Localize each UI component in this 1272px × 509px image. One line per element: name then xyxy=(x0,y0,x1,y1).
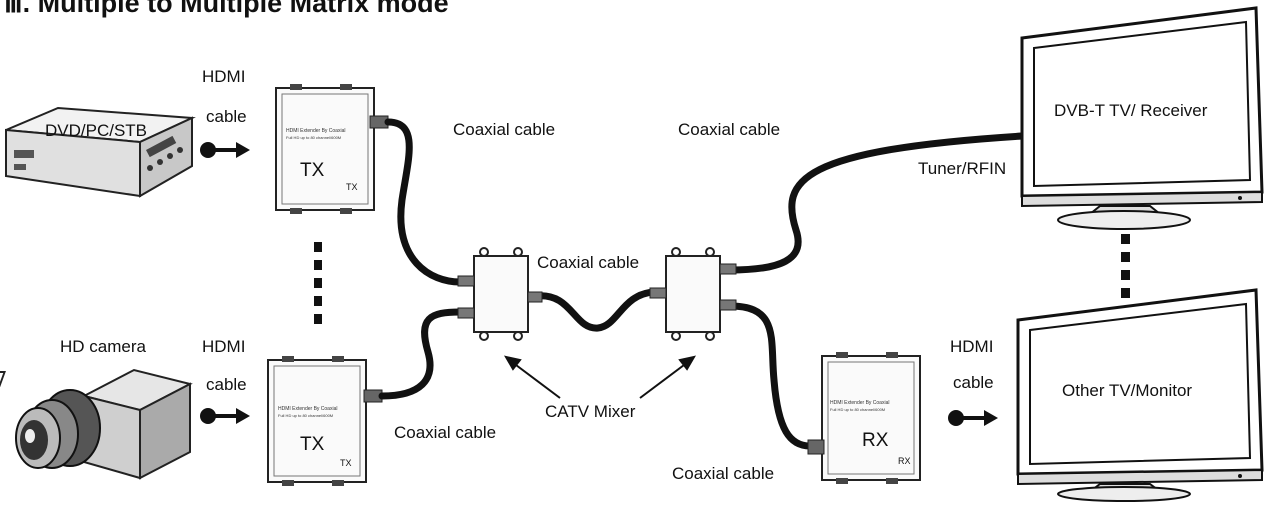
rx-line2: Full HD up to 80 channel/600M xyxy=(830,407,885,412)
tv-bottom-label: Other TV/Monitor xyxy=(1062,381,1192,400)
dotted-separator-left xyxy=(314,242,322,324)
coax-label-tx-bottom: Coaxial cable xyxy=(394,423,496,442)
hdmi-label-right: HDMI xyxy=(950,337,993,356)
tx-top-line1: HDMI Extender By Coaxial xyxy=(286,128,345,134)
tx-top-small: TX xyxy=(346,182,358,192)
camera-label: HD camera xyxy=(60,337,147,356)
catv-mixer-label: CATV Mixer xyxy=(545,402,636,421)
catv-mixer-arrows xyxy=(503,355,697,399)
tv-top-label: DVB-T TV/ Receiver xyxy=(1054,101,1208,120)
hdmi-arrow-top xyxy=(200,142,250,158)
tx-bottom-small: TX xyxy=(340,458,352,468)
dvd-player-device: DVD/PC/STB xyxy=(5,106,196,198)
coax-label-to-tv: Coaxial cable xyxy=(678,120,780,139)
tx-bottom-line2: Full HD up to 80 channel/600M xyxy=(278,413,333,418)
cable-label-top: cable xyxy=(206,107,247,126)
catv-mixer-right xyxy=(649,247,737,341)
rx-small: RX xyxy=(898,456,911,466)
rx-big: RX xyxy=(862,430,889,451)
hdmi-arrow-bottom xyxy=(200,408,250,424)
catv-mixer-left xyxy=(457,247,543,341)
tx-bottom-big: TX xyxy=(300,434,325,455)
hdmi-label-bottom: HDMI xyxy=(202,337,245,356)
tv-top: DVB-T TV/ Receiver xyxy=(1020,6,1264,230)
dotted-separator-right xyxy=(1121,234,1130,298)
coax-label-to-rx: Coaxial cable xyxy=(672,464,774,483)
rx-unit: HDMI Extender By Coaxial Full HD up to 8… xyxy=(807,352,921,484)
dvd-label: DVD/PC/STB xyxy=(45,121,147,140)
hdmi-arrow-right xyxy=(948,410,998,426)
tx-top-big: TX xyxy=(300,160,325,181)
coax-label-tx-top: Coaxial cable xyxy=(453,120,555,139)
tuner-label: Tuner/RFIN xyxy=(918,159,1006,178)
tx-top-line2: Full HD up to 80 channel/600M xyxy=(286,135,341,140)
tx-bottom-line1: HDMI Extender By Coaxial xyxy=(278,406,337,412)
rx-line1: HDMI Extender By Coaxial xyxy=(830,400,889,406)
cable-label-right: cable xyxy=(953,373,994,392)
coax-label-mixers: Coaxial cable xyxy=(537,253,639,272)
tv-bottom: Other TV/Monitor xyxy=(1016,288,1264,502)
hdmi-label-top: HDMI xyxy=(202,67,245,86)
tx-bottom-unit: HDMI Extender By Coaxial Full HD up to 8… xyxy=(267,356,383,486)
diagram-title: Ⅲ. Multiple to Multiple Matrix mode xyxy=(4,0,449,18)
tx-top-unit: HDMI Extender By Coaxial Full HD up to 8… xyxy=(275,84,389,214)
coax-cables xyxy=(378,118,1026,450)
cable-label-bottom: cable xyxy=(206,375,247,394)
hd-camera-device: HD camera xyxy=(0,337,193,480)
